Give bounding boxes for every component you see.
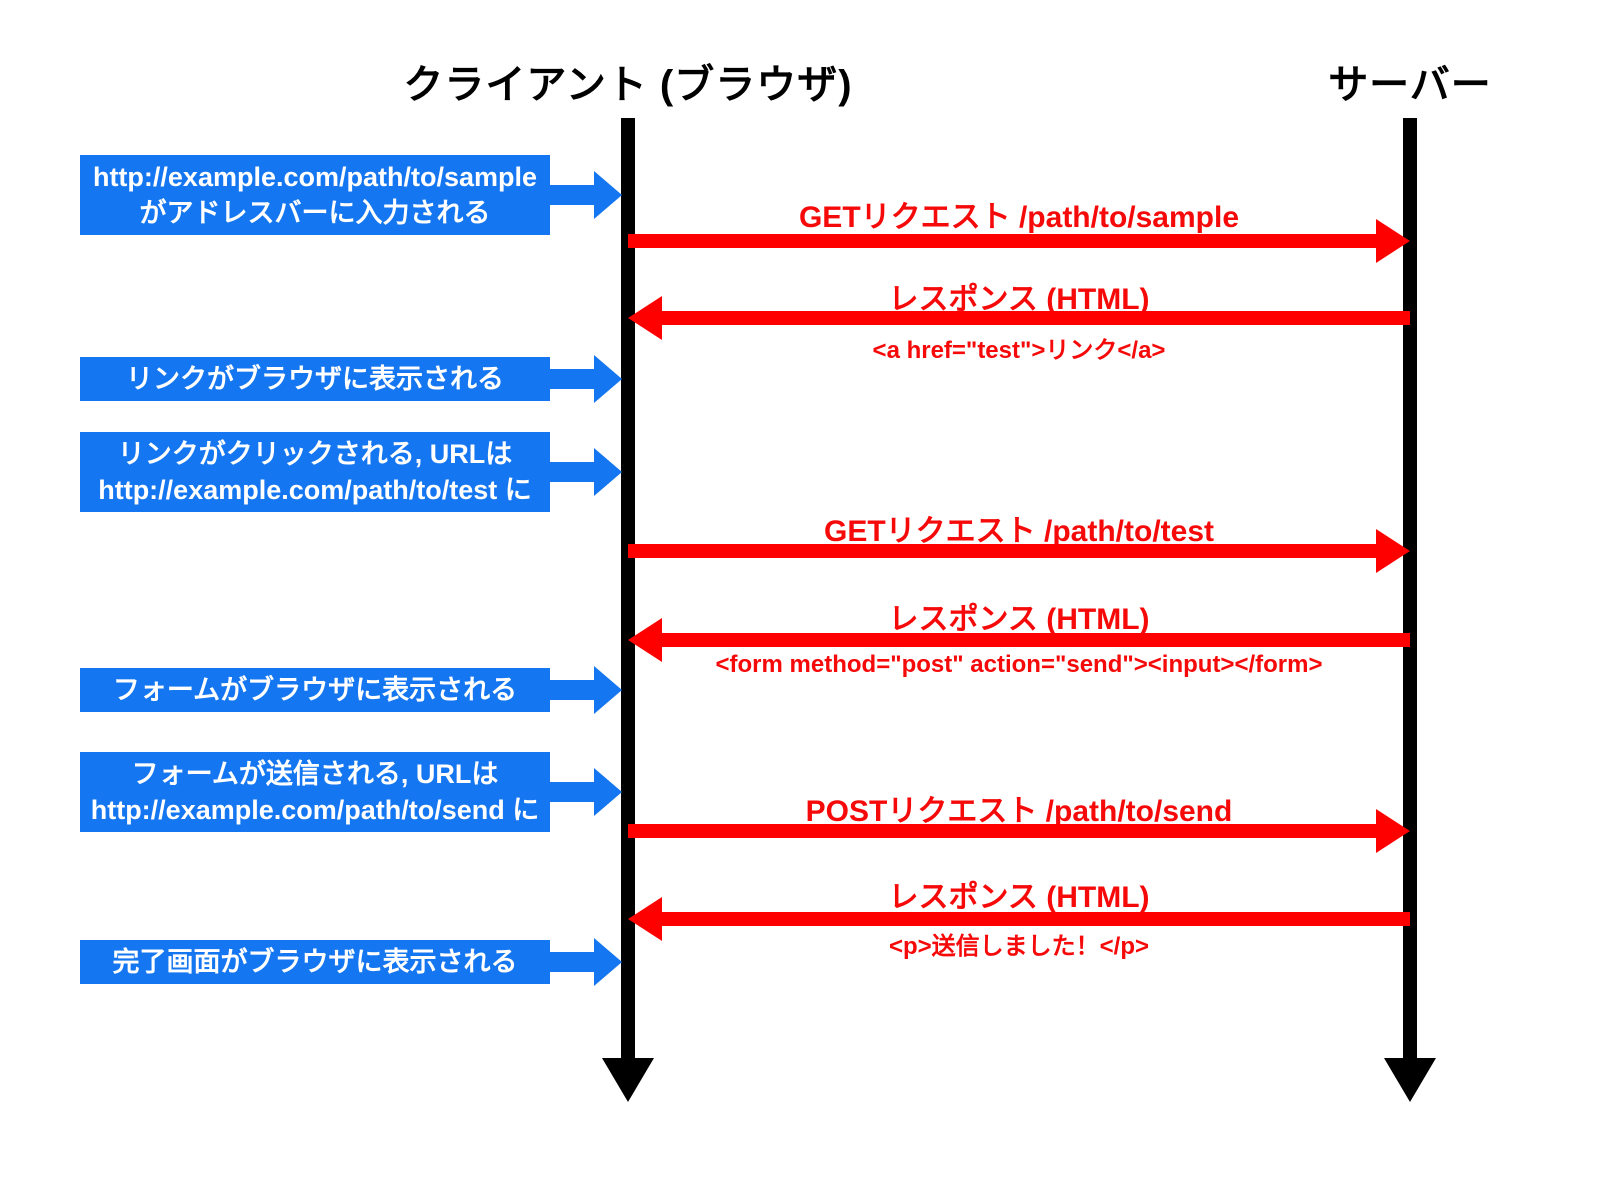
response-arrow-left-icon <box>628 296 1410 340</box>
arrow-shaft <box>550 369 594 389</box>
client-step-box: フォームが送信される, URLは http://example.com/path… <box>80 752 550 832</box>
arrow-right-icon <box>550 666 622 714</box>
arrow-head <box>594 666 622 714</box>
client-step-box: リンクがクリックされる, URLは http://example.com/pat… <box>80 432 550 512</box>
step-text-line: フォームが送信される, URLは <box>131 758 499 789</box>
arrow-right-icon <box>550 768 622 816</box>
step-text-line: リンクがクリックされる, URLは <box>117 438 513 469</box>
arrow-shaft <box>662 311 1410 325</box>
arrow-down-icon <box>602 1058 654 1102</box>
request-arrow-right-icon <box>628 529 1410 573</box>
arrow-shaft <box>628 234 1376 248</box>
step-text-line: がアドレスバーに入力される <box>139 198 491 228</box>
arrow-shaft <box>550 782 594 802</box>
response-code-snippet: <a href="test">リンク</a> <box>872 337 1166 364</box>
response-arrow-left-icon <box>628 618 1410 662</box>
arrow-shaft <box>628 824 1376 838</box>
arrow-shaft <box>550 952 594 972</box>
step-text-line: http://example.com/path/to/send に <box>90 795 540 825</box>
step-text-line: 完了画面がブラウザに表示される <box>112 946 518 977</box>
arrow-head <box>594 768 622 816</box>
arrow-shaft <box>628 544 1376 558</box>
arrow-head <box>594 938 622 986</box>
response-code-snippet: <p>送信しました！</p> <box>888 933 1150 960</box>
response-label: レスポンス (HTML) <box>888 283 1150 316</box>
client-lane-title: クライアント (ブラウザ) <box>403 63 853 107</box>
arrow-shaft <box>662 633 1410 647</box>
step-text-line: http://example.com/path/to/test に <box>98 475 532 505</box>
step-text-line: リンクがブラウザに表示される <box>126 363 504 394</box>
client-step-box: フォームがブラウザに表示される <box>80 668 550 712</box>
arrow-head <box>628 296 662 340</box>
client-step-box: http://example.com/path/to/sample がアドレスバ… <box>80 155 550 235</box>
request-label: GETリクエスト /path/to/sample <box>798 201 1240 234</box>
arrow-head <box>594 448 622 496</box>
arrow-head <box>594 355 622 403</box>
response-label: レスポンス (HTML) <box>888 881 1150 914</box>
arrow-down-icon <box>1384 1058 1436 1102</box>
server-lane-title: サーバー <box>1328 63 1492 107</box>
arrow-head <box>628 897 662 941</box>
arrow-shaft <box>662 912 1410 926</box>
request-arrow-right-icon <box>628 809 1410 853</box>
arrow-right-icon <box>550 938 622 986</box>
step-text-line: フォームがブラウザに表示される <box>112 674 518 705</box>
arrow-head <box>1376 219 1410 263</box>
step-text-line: http://example.com/path/to/sample <box>92 161 538 192</box>
response-label: レスポンス (HTML) <box>888 603 1150 636</box>
arrow-head <box>628 618 662 662</box>
arrow-right-icon <box>550 448 622 496</box>
arrow-head <box>594 171 622 219</box>
client-step-box: 完了画面がブラウザに表示される <box>80 940 550 984</box>
arrow-shaft <box>550 680 594 700</box>
arrow-right-icon <box>550 355 622 403</box>
arrow-right-icon <box>550 171 622 219</box>
request-label: POSTリクエスト /path/to/send <box>805 795 1233 828</box>
request-arrow-right-icon <box>628 219 1410 263</box>
arrow-head <box>1376 529 1410 573</box>
response-code-snippet: <form method="post" action="send"><input… <box>715 651 1323 678</box>
arrow-head <box>1376 809 1410 853</box>
arrow-shaft <box>550 185 594 205</box>
client-step-box: リンクがブラウザに表示される <box>80 357 550 401</box>
response-arrow-left-icon <box>628 897 1410 941</box>
arrow-shaft <box>550 462 594 482</box>
request-label: GETリクエスト /path/to/test <box>824 515 1214 548</box>
